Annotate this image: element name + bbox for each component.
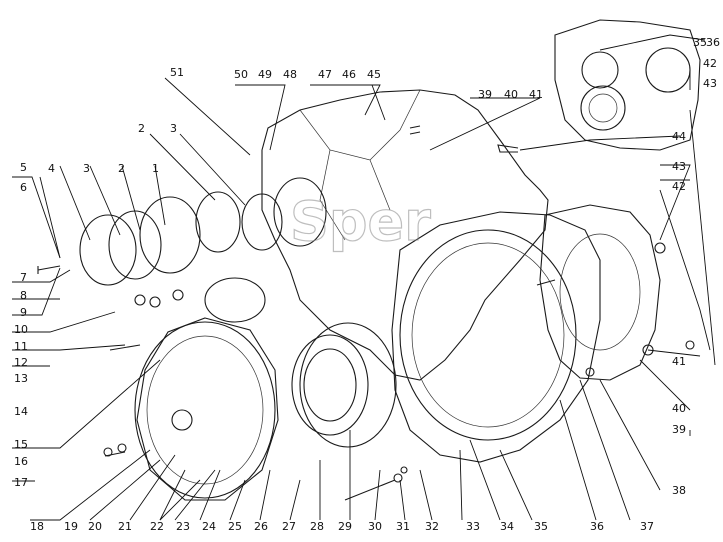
leader-lines [12, 34, 716, 521]
callout-39-top: 39 [478, 88, 492, 101]
o-ring-gasket [204, 277, 266, 323]
callout-10: 10 [14, 323, 28, 336]
watermark-text: Sper [290, 190, 431, 253]
bearing-hub [273, 177, 327, 247]
callout-29: 29 [338, 520, 352, 533]
callout-41: 41 [672, 355, 686, 368]
housing-upper-web [299, 89, 421, 241]
callout-30: 30 [368, 520, 382, 533]
callout-43-top: 43 [703, 77, 717, 90]
callout-20: 20 [88, 520, 102, 533]
callout-46: 46 [342, 68, 356, 81]
callout-34: 34 [500, 520, 514, 533]
seal-carrier [299, 322, 397, 448]
callout-32: 32 [425, 520, 439, 533]
callout-48: 48 [283, 68, 297, 81]
gear-cover [134, 321, 276, 499]
callout-7: 7 [20, 271, 27, 284]
inset-bore [581, 51, 619, 89]
rear-cover-opening [559, 233, 641, 351]
oil-seal-inner [303, 348, 357, 422]
callout-5-left: 5 [20, 161, 27, 174]
callout-2-b: 2 [138, 122, 145, 135]
callout-43: 43 [672, 160, 686, 173]
callout-49: 49 [258, 68, 272, 81]
flywheel-bore [399, 229, 577, 441]
oil-seal-ring [291, 334, 369, 436]
callout-38: 38 [672, 484, 686, 497]
gear-cover-gasket [136, 317, 279, 501]
flywheel-housing [391, 211, 601, 463]
callout-35: 35 [534, 520, 548, 533]
bearing-cap [79, 214, 137, 286]
callout-33: 33 [466, 520, 480, 533]
gear-cover-boss [171, 409, 193, 431]
callout-37: 37 [640, 520, 654, 533]
callout-40: 40 [672, 402, 686, 415]
callout-47: 47 [318, 68, 332, 81]
callout-9: 9 [20, 306, 27, 319]
callout-25: 25 [228, 520, 242, 533]
callout-19: 19 [64, 520, 78, 533]
inset-cap [645, 47, 691, 93]
callout-50: 50 [234, 68, 248, 81]
callout-21: 21 [118, 520, 132, 533]
bearing-seal [241, 193, 283, 251]
callout-28: 28 [310, 520, 324, 533]
callout-42: 42 [672, 180, 686, 193]
callout-3-b: 3 [170, 122, 177, 135]
bearing-housing [195, 191, 241, 253]
rear-cover-plate [539, 204, 661, 381]
inset-seal-outer [580, 85, 626, 131]
callout-18: 18 [30, 520, 44, 533]
callout-51: 51 [170, 66, 184, 79]
bearing-sleeve [139, 196, 201, 274]
part-drawings [37, 19, 701, 501]
gear-cover-inner [146, 335, 264, 485]
inset-seal-inner [588, 93, 618, 123]
callout-39: 39 [672, 423, 686, 436]
callout-4: 4 [48, 162, 55, 175]
callout-13: 13 [14, 372, 28, 385]
callout-14: 14 [14, 405, 28, 418]
callout-40-top: 40 [504, 88, 518, 101]
small-fasteners [37, 125, 695, 501]
callout-3-a: 3 [83, 162, 90, 175]
callout-8: 8 [20, 289, 27, 302]
callout-15: 15 [14, 438, 28, 451]
callout-23: 23 [176, 520, 190, 533]
callout-31: 31 [396, 520, 410, 533]
callout-1: 1 [152, 162, 159, 175]
callout-24: 24 [202, 520, 216, 533]
callout-16: 16 [14, 455, 28, 468]
callout-12: 12 [14, 356, 28, 369]
callout-26: 26 [254, 520, 268, 533]
flywheel-bore-inner [411, 242, 565, 428]
callout-41-top: 41 [529, 88, 543, 101]
callout-44: 44 [672, 130, 686, 143]
callout-labels: 5 6 7 8 9 10 11 12 13 14 15 16 17 4 3 2 … [14, 36, 720, 533]
callout-27: 27 [282, 520, 296, 533]
callout-2-a: 2 [118, 162, 125, 175]
callout-45: 45 [367, 68, 381, 81]
callout-11: 11 [14, 340, 28, 353]
bearing-race-outer [108, 210, 162, 280]
callout-17: 17 [14, 476, 28, 489]
callout-36-inset: 36 [706, 36, 720, 49]
callout-35-inset: 35 [693, 36, 707, 49]
inset-housing-view [554, 19, 701, 151]
callout-36: 36 [590, 520, 604, 533]
callout-22: 22 [150, 520, 164, 533]
callout-6: 6 [20, 181, 27, 194]
callout-42-top: 42 [703, 57, 717, 70]
